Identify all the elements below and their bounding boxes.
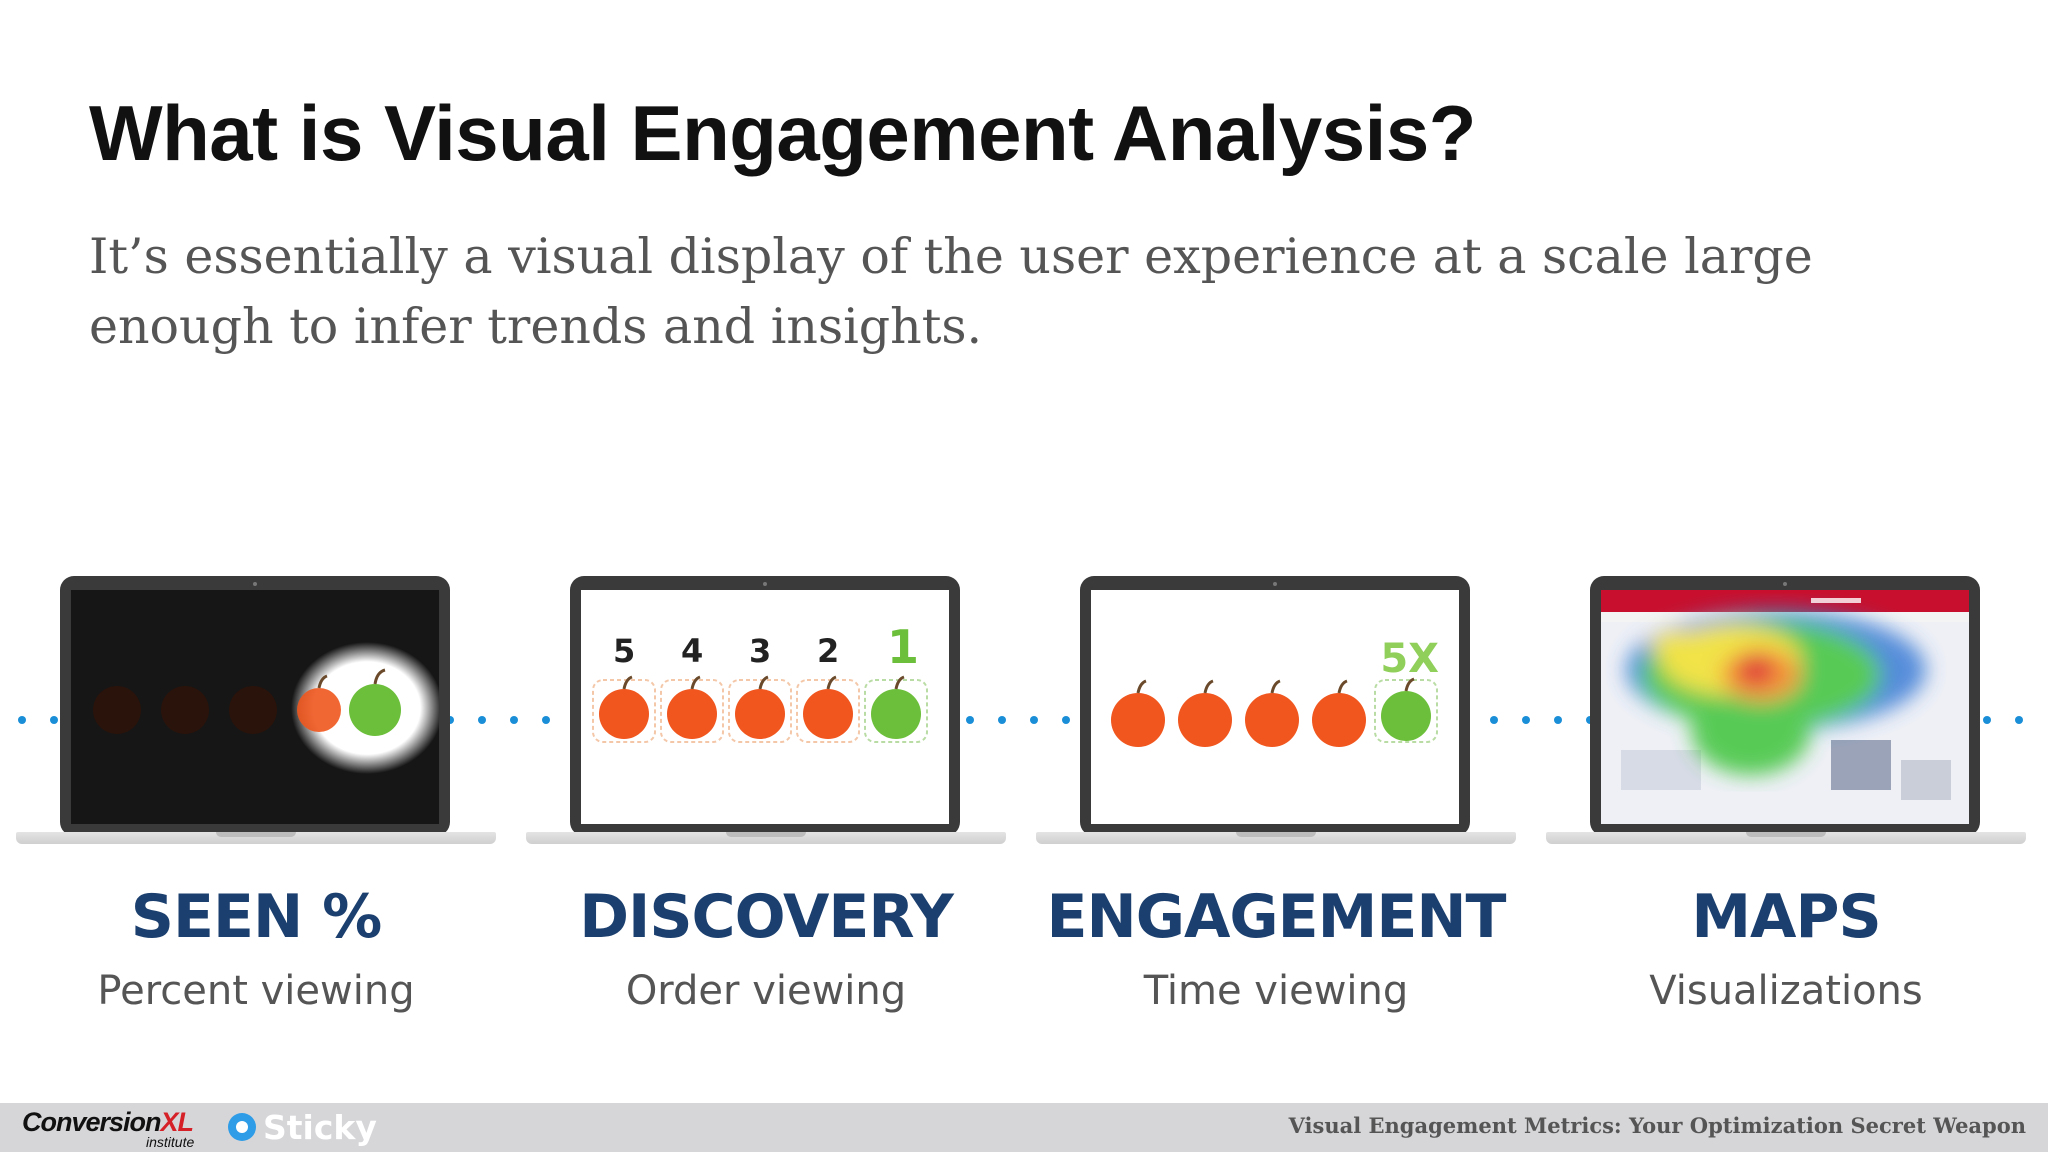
seen-apples-graphic <box>93 642 439 774</box>
apple-icon <box>161 686 209 734</box>
order-number: 2 <box>817 632 840 670</box>
apple-icon <box>297 688 341 732</box>
panel-label-engagement: ENGAGEMENT <box>1046 882 1507 952</box>
laptop-engagement-illustration: 5X <box>1036 576 1516 846</box>
engagement-apples-graphic <box>1111 677 1438 747</box>
apple-icon <box>1111 693 1165 747</box>
green-apple-icon <box>871 689 921 739</box>
conversionxl-logo: ConversionXL <box>22 1107 194 1137</box>
laptop-discovery-illustration: 5 4 3 2 1 <box>526 576 1006 846</box>
laptop-maps-illustration <box>1546 576 2026 846</box>
apple-icon <box>803 689 853 739</box>
deck-title: Visual Engagement Metrics: Your Optimiza… <box>1288 1113 2026 1138</box>
footer-bar: ConversionXL institute Sticky Visual Eng… <box>0 1103 2048 1152</box>
engagement-multiplier: 5X <box>1380 636 1439 682</box>
panel-sublabel-seen: Percent viewing <box>97 968 415 1014</box>
order-number: 3 <box>749 632 772 670</box>
order-number: 4 <box>681 632 704 670</box>
slide-subtitle: It’s essentially a visual display of the… <box>89 228 1813 355</box>
apple-icon <box>667 689 717 739</box>
order-number: 5 <box>613 632 636 670</box>
green-apple-icon <box>349 684 401 736</box>
apple-icon <box>735 689 785 739</box>
apple-icon <box>229 686 277 734</box>
panel-sublabel-maps: Visualizations <box>1649 968 1923 1014</box>
panel-sublabel-discovery: Order viewing <box>625 968 907 1014</box>
conversionxl-logo-sub: institute <box>146 1134 195 1150</box>
discovery-apples-graphic <box>592 675 928 743</box>
apple-icon <box>1245 693 1299 747</box>
panel-label-maps: MAPS <box>1691 882 1881 952</box>
panel-label-seen: SEEN % <box>130 882 382 952</box>
panel-label-discovery: DISCOVERY <box>579 882 954 952</box>
laptop-seen-illustration <box>16 576 496 846</box>
green-apple-icon <box>1381 691 1431 741</box>
dotted-connector <box>18 711 82 724</box>
sticky-logo-text: Sticky <box>263 1108 377 1147</box>
apple-icon <box>1312 693 1366 747</box>
sticky-logo-icon <box>228 1113 256 1141</box>
slide-title: What is Visual Engagement Analysis? <box>89 89 1476 177</box>
order-number: 1 <box>887 620 920 674</box>
panel-sublabel-engagement: Time viewing <box>1143 968 1409 1014</box>
apple-icon <box>1178 693 1232 747</box>
heatmap-graphic <box>1601 590 1969 800</box>
apple-icon <box>599 689 649 739</box>
dotted-connector <box>446 711 574 724</box>
dotted-connector <box>966 711 1094 724</box>
dotted-connector <box>1983 711 2047 724</box>
apple-icon <box>93 686 141 734</box>
